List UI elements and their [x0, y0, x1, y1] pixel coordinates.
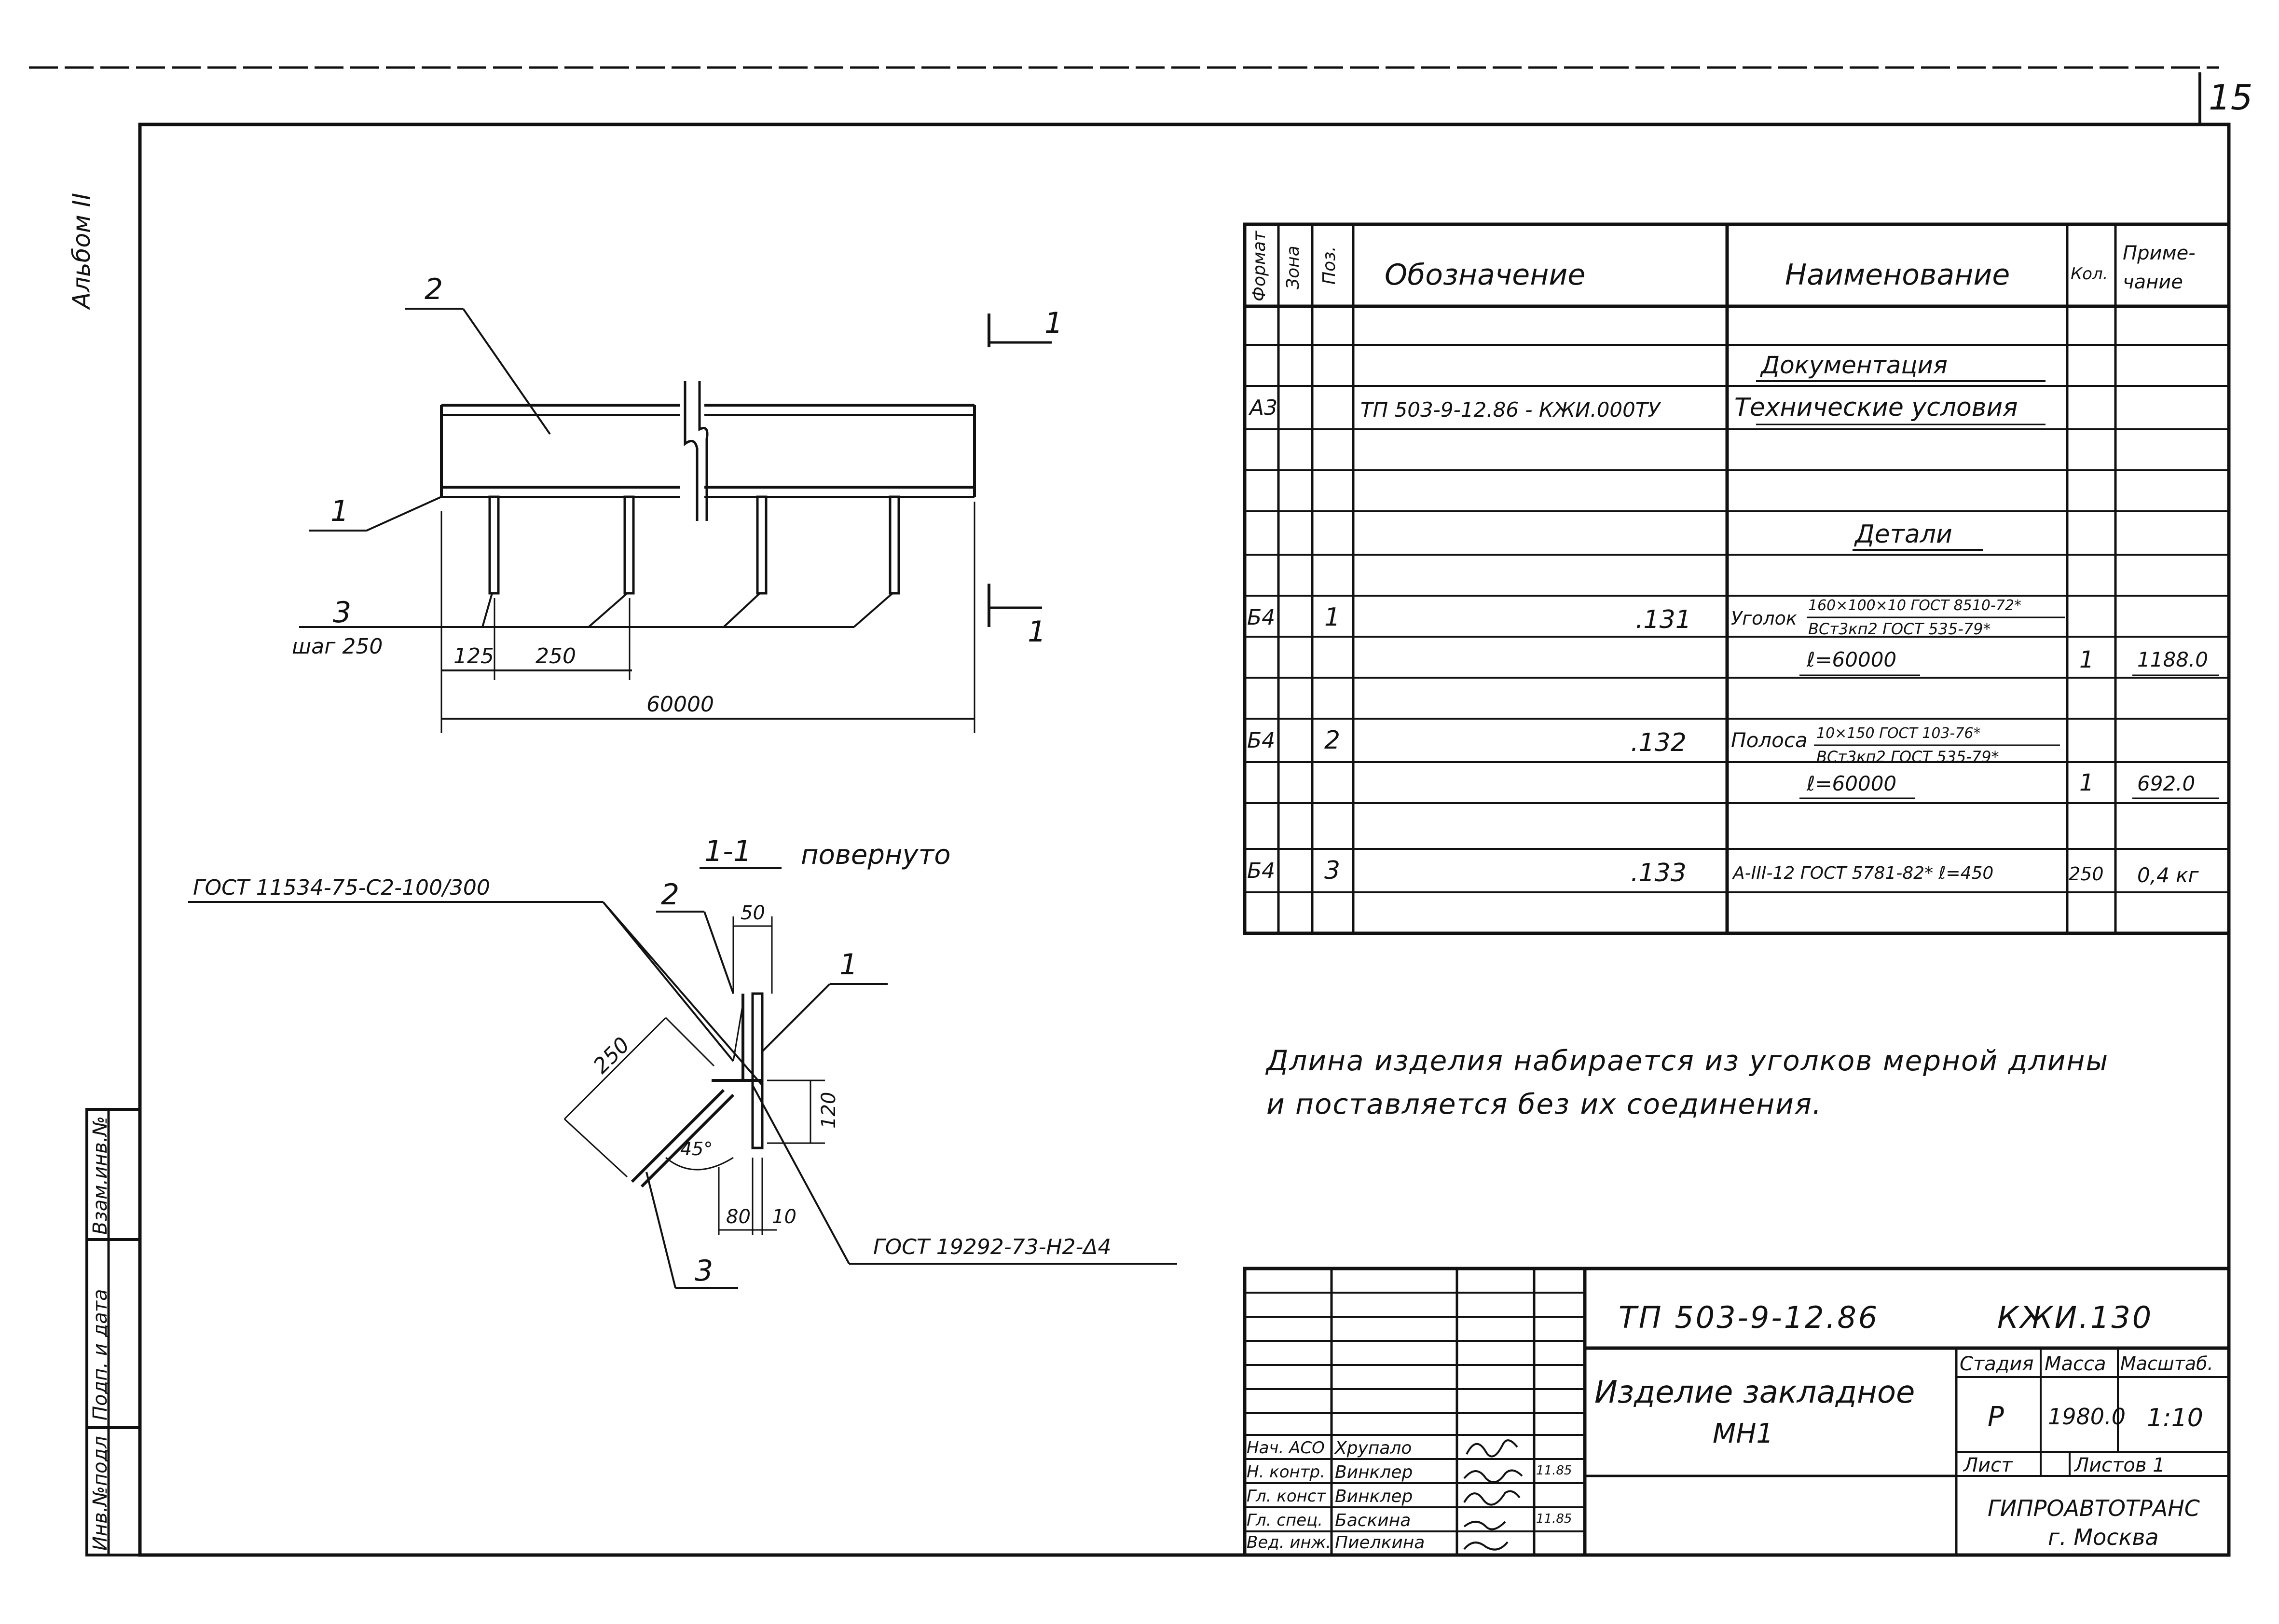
signer-role: Гл. спец. — [1247, 1511, 1323, 1530]
section-title-text: повернуто — [801, 839, 951, 871]
part3-name: А-III-12 ГОСТ 5781-82* ℓ=450 — [1733, 863, 1994, 883]
title-stage-label: Стадия — [1960, 1353, 2034, 1375]
section-mark-top: 1 — [1044, 306, 1063, 340]
signer-name: Баскина — [1335, 1511, 1411, 1530]
part1-qty: 1 — [2079, 646, 2094, 673]
part1-pos: 1 — [1324, 603, 1341, 632]
section-dim-10: 10 — [772, 1206, 796, 1228]
signer-role: Нач. АСО — [1247, 1438, 1325, 1458]
part2-name-prefix: Полоса — [1731, 728, 1808, 752]
doc-row-format: А3 — [1249, 396, 1278, 420]
part1-name-prefix: Уголок — [1731, 608, 1797, 629]
title-stage-value: Р — [1988, 1401, 2004, 1433]
signer-name: Пиелкина — [1335, 1533, 1425, 1553]
section-label-pos1: 1 — [839, 948, 858, 982]
section-dim-45: 45° — [680, 1138, 713, 1160]
section-parts-title: Детали — [1855, 520, 1952, 549]
part2-designation: .132 — [1631, 728, 1687, 757]
title-item-name-2: МН1 — [1713, 1418, 1774, 1449]
part2-length: ℓ=60000 — [1807, 772, 1897, 795]
title-scale-value: 1:10 — [2147, 1404, 2203, 1433]
part2-format: Б4 — [1247, 728, 1276, 753]
elev-dim-250: 250 — [535, 644, 576, 669]
section-gost-weld-top: ГОСТ 11534-75-С2-100/300 — [193, 875, 490, 900]
signer-role: Н. контр. — [1247, 1462, 1325, 1482]
signer-name: Винклер — [1335, 1487, 1413, 1506]
elev-label-pos1: 1 — [330, 494, 349, 528]
signer-row: Нач. АСО Хрупало — [1246, 1436, 1583, 1460]
part1-name-bottom: ВСт3кп2 ГОСТ 535-79* — [1808, 620, 1991, 638]
title-org-line2: г. Москва — [2048, 1524, 2159, 1550]
header-name: Наименование — [1785, 258, 2010, 292]
header-designation: Обозначение — [1385, 258, 1586, 292]
part3-pos: 3 — [1324, 856, 1341, 885]
signer-row: Вед. инж. Пиелкина — [1246, 1532, 1583, 1555]
elev-dim-125: 125 — [453, 644, 494, 669]
elev-step-text: шаг 250 — [292, 634, 383, 659]
signer-date: 11.85 — [1536, 1512, 1572, 1526]
page-number: 15 — [2209, 77, 2253, 118]
title-doc-code: ТП 503-9-12.86 — [1619, 1300, 1880, 1335]
signer-row: Н. контр. Винклер 11.85 — [1246, 1460, 1583, 1484]
part2-name-top: 10×150 ГОСТ 103-76* — [1816, 725, 1981, 742]
signer-role: Гл. конст — [1247, 1487, 1326, 1506]
part1-name-top: 160×100×10 ГОСТ 8510-72* — [1808, 597, 2021, 614]
part3-designation: .133 — [1631, 859, 1687, 887]
signer-name: Хрупало — [1335, 1438, 1412, 1458]
header-qty: Кол. — [2071, 264, 2108, 284]
signer-row: Гл. конст Винклер — [1246, 1485, 1583, 1508]
title-mass-value: 1980.0 — [2048, 1404, 2126, 1430]
signer-role: Вед. инж. — [1247, 1533, 1332, 1552]
section-label-pos2: 2 — [661, 878, 680, 912]
signer-date: 11.85 — [1536, 1463, 1572, 1478]
title-scale-label: Масштаб. — [2120, 1353, 2213, 1374]
part2-name-bottom: ВСт3кп2 ГОСТ 535-79* — [1816, 748, 1999, 766]
title-sheet-code: КЖИ.130 — [1997, 1300, 2154, 1335]
elev-label-pos2: 2 — [425, 273, 443, 306]
part1-length: ℓ=60000 — [1807, 648, 1897, 671]
section-dim-80: 80 — [726, 1206, 751, 1228]
doc-row-name: Технические условия — [1734, 393, 2018, 422]
elev-label-pos3: 3 — [333, 596, 352, 629]
part2-pos: 2 — [1324, 726, 1341, 755]
part1-format: Б4 — [1247, 605, 1276, 630]
signer-name: Винклер — [1335, 1462, 1413, 1482]
part2-note: 692.0 — [2137, 772, 2196, 795]
section-gost-weld-bottom: ГОСТ 19292-73-Н2-Δ4 — [873, 1235, 1112, 1259]
signer-row: Гл. спец. Баскина 11.85 — [1246, 1509, 1583, 1532]
part3-qty: 250 — [2069, 863, 2104, 885]
doc-row-designation: ТП 503-9-12.86 - КЖИ.000ТУ — [1360, 398, 1661, 422]
section-dim-50: 50 — [741, 902, 765, 924]
part2-qty: 1 — [2079, 769, 2094, 796]
section-label-pos3: 3 — [695, 1254, 714, 1288]
note-line-1: Длина изделия набирается из уголков мерн… — [1266, 1044, 2109, 1077]
part1-designation: .131 — [1635, 605, 1691, 634]
section-docs-title: Документация — [1761, 351, 1948, 379]
title-mass-label: Масса — [2045, 1353, 2106, 1375]
title-sheets-label: Листов 1 — [2074, 1454, 2165, 1476]
part3-note: 0,4 кг — [2137, 863, 2199, 887]
elev-dim-total: 60000 — [646, 692, 714, 717]
part1-note: 1188.0 — [2137, 648, 2208, 671]
title-org-line1: ГИПРОАВТОТРАНС — [1988, 1495, 2200, 1521]
title-item-name-1: Изделие закладное — [1594, 1375, 1915, 1410]
section-title-mark: 1-1 — [704, 834, 752, 868]
header-note: Приме- чание — [2123, 242, 2196, 293]
title-sheet-label: Лист — [1963, 1454, 2013, 1476]
note-line-2: и поставляется без их соединения. — [1266, 1088, 1823, 1120]
section-mark-bottom: 1 — [1028, 615, 1046, 649]
part3-format: Б4 — [1247, 859, 1276, 883]
